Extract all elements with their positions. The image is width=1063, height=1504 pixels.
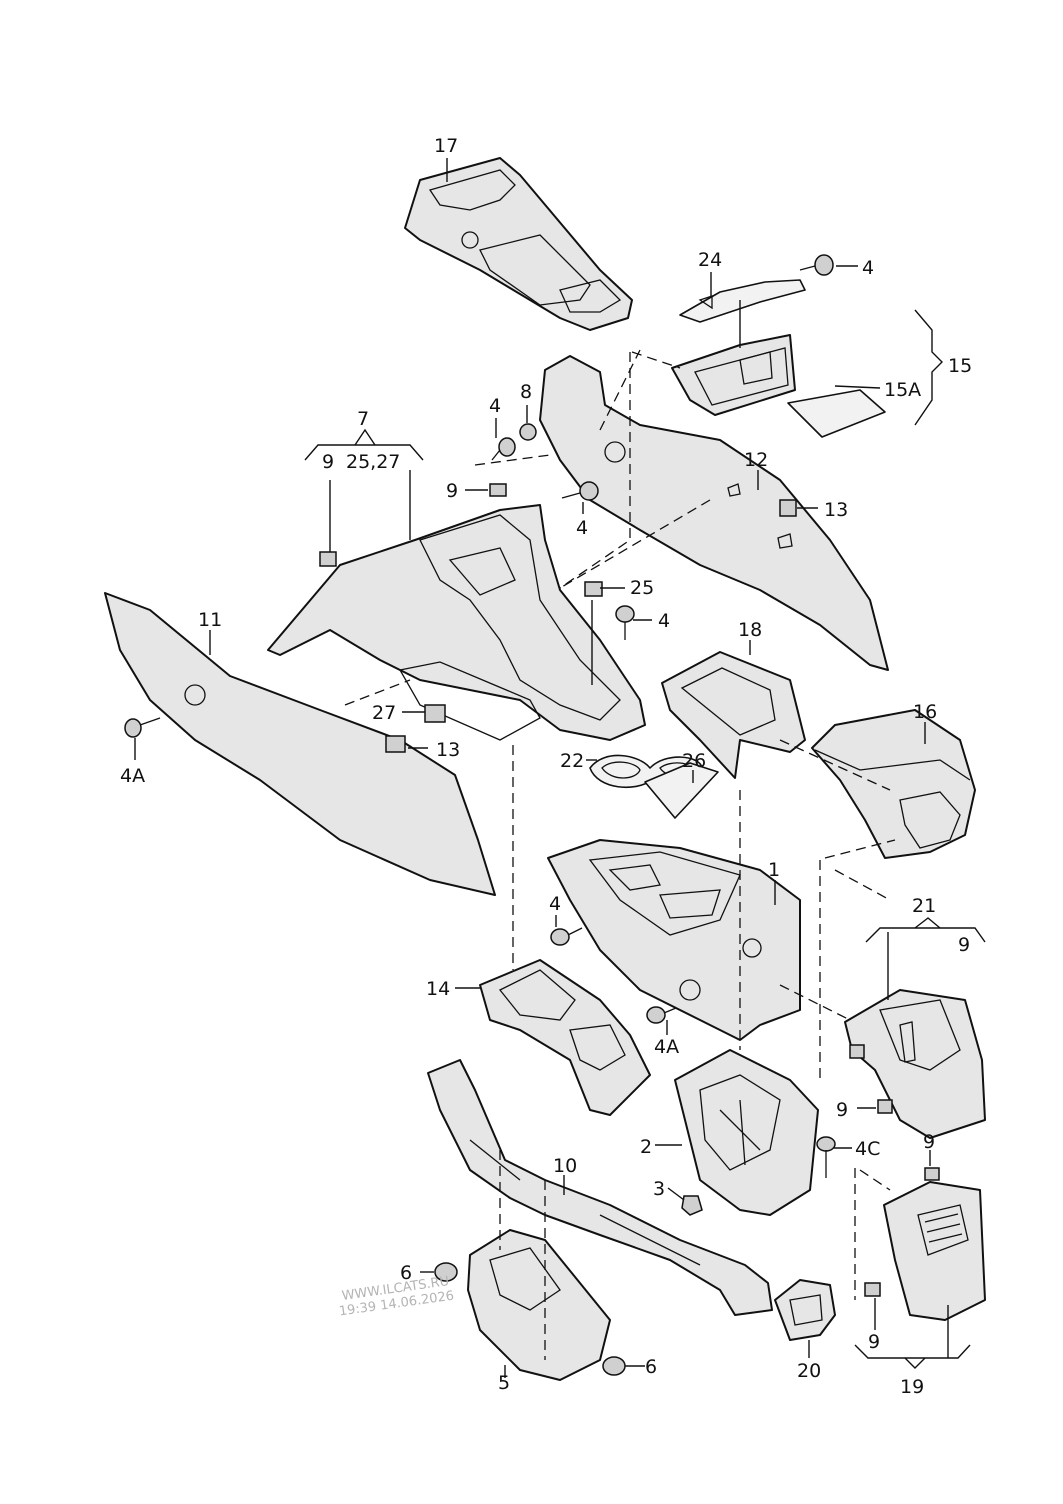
clip-9-c <box>849 1044 865 1059</box>
part-17-upper-trim <box>404 157 633 331</box>
callout-10: 10 <box>553 1155 577 1177</box>
callout-1: 1 <box>768 859 780 881</box>
fasteners <box>124 254 940 1376</box>
callout-9: 9 <box>322 451 334 473</box>
part-26-mat <box>644 762 719 819</box>
nut-3 <box>681 1195 703 1216</box>
callout-3: 3 <box>653 1178 665 1200</box>
screw-4-top-right <box>799 254 834 276</box>
callout-5: 5 <box>498 1372 510 1394</box>
callout-11: 11 <box>198 609 222 631</box>
callout-12: 12 <box>744 449 768 471</box>
callout-18: 18 <box>738 619 762 641</box>
callout-21: 21 <box>912 895 936 917</box>
screw-4-b <box>561 481 599 501</box>
group-brackets <box>304 309 986 1369</box>
callout-27: 27 <box>372 702 396 724</box>
callout-6: 6 <box>400 1262 412 1284</box>
part-7-console-frame <box>267 504 646 741</box>
callout-4C: 4C <box>855 1138 880 1160</box>
callout-4: 4 <box>549 893 561 915</box>
callout-13: 13 <box>824 499 848 521</box>
callout-22: 22 <box>560 750 584 772</box>
callout-4: 4 <box>489 395 501 417</box>
part-16-armrest <box>811 709 976 859</box>
callout-9: 9 <box>446 480 458 502</box>
screw-4C <box>816 1136 836 1178</box>
callout-7: 7 <box>357 408 369 430</box>
part-18-tray <box>661 651 806 779</box>
callout-4: 4 <box>862 257 874 279</box>
part-14-console-bracket <box>479 959 651 1116</box>
part-21-rear-cover <box>844 989 986 1139</box>
callout-25-27: 25,27 <box>346 451 400 473</box>
part-10-air-duct <box>427 1059 773 1316</box>
callout-26: 26 <box>682 750 706 772</box>
callout-8: 8 <box>520 381 532 403</box>
clip-9-d <box>877 1099 893 1114</box>
callout-19: 19 <box>900 1376 924 1398</box>
screw-4-d <box>550 927 583 946</box>
nut-8 <box>519 423 537 441</box>
part-24-bracket <box>679 279 806 323</box>
callout-4A: 4A <box>120 765 145 787</box>
clip-27 <box>424 704 446 723</box>
part-5-lower-mount <box>467 1229 611 1381</box>
leader-lines <box>134 158 931 1378</box>
part-11-left-panel <box>104 592 496 896</box>
clip-13-a <box>385 735 406 753</box>
callout-4: 4 <box>576 517 588 539</box>
clip-9-f <box>864 1282 881 1297</box>
nut-6-b <box>602 1356 626 1376</box>
screw-4-mid <box>491 437 516 461</box>
clip-25 <box>584 581 603 597</box>
clip-9-e <box>924 1167 940 1181</box>
callout-15: 15 <box>948 355 972 377</box>
part-19-rear-vent-panel <box>883 1181 986 1321</box>
clip-13-b <box>779 499 797 517</box>
callout-4: 4 <box>658 610 670 632</box>
callout-9: 9 <box>836 1099 848 1121</box>
screw-4A-right <box>646 1006 677 1024</box>
callout-labels: 17 24 4 15 15A 8 4 7 9 25,27 9 12 13 4 2… <box>120 135 972 1398</box>
callout-9: 9 <box>923 1131 935 1153</box>
part-15A-mat <box>787 389 886 438</box>
nut-6-a <box>434 1262 458 1282</box>
screw-4A-left <box>124 717 161 738</box>
part-15-tray <box>671 334 796 416</box>
callout-4A: 4A <box>654 1036 679 1058</box>
clip-9-a <box>489 483 507 497</box>
callout-20: 20 <box>797 1360 821 1382</box>
callout-9: 9 <box>868 1331 880 1353</box>
callout-17: 17 <box>434 135 458 157</box>
part-1-console-body <box>547 839 801 1041</box>
callout-24: 24 <box>698 249 722 271</box>
callout-25: 25 <box>630 577 654 599</box>
callout-2: 2 <box>640 1136 652 1158</box>
part-20-vent <box>774 1279 836 1341</box>
clip-9-b <box>319 551 337 567</box>
callout-13: 13 <box>436 739 460 761</box>
screw-4-c <box>615 605 635 640</box>
watermark: WWW.ILCATS.RU 19:39 14.06.2026 <box>338 1274 455 1319</box>
part-2-support-bracket <box>674 1049 819 1216</box>
callout-14: 14 <box>426 978 450 1000</box>
callout-9: 9 <box>958 934 970 956</box>
callout-6: 6 <box>645 1356 657 1378</box>
callout-15A: 15A <box>884 379 921 401</box>
assembly-lines <box>344 349 896 1360</box>
callout-16: 16 <box>913 701 937 723</box>
